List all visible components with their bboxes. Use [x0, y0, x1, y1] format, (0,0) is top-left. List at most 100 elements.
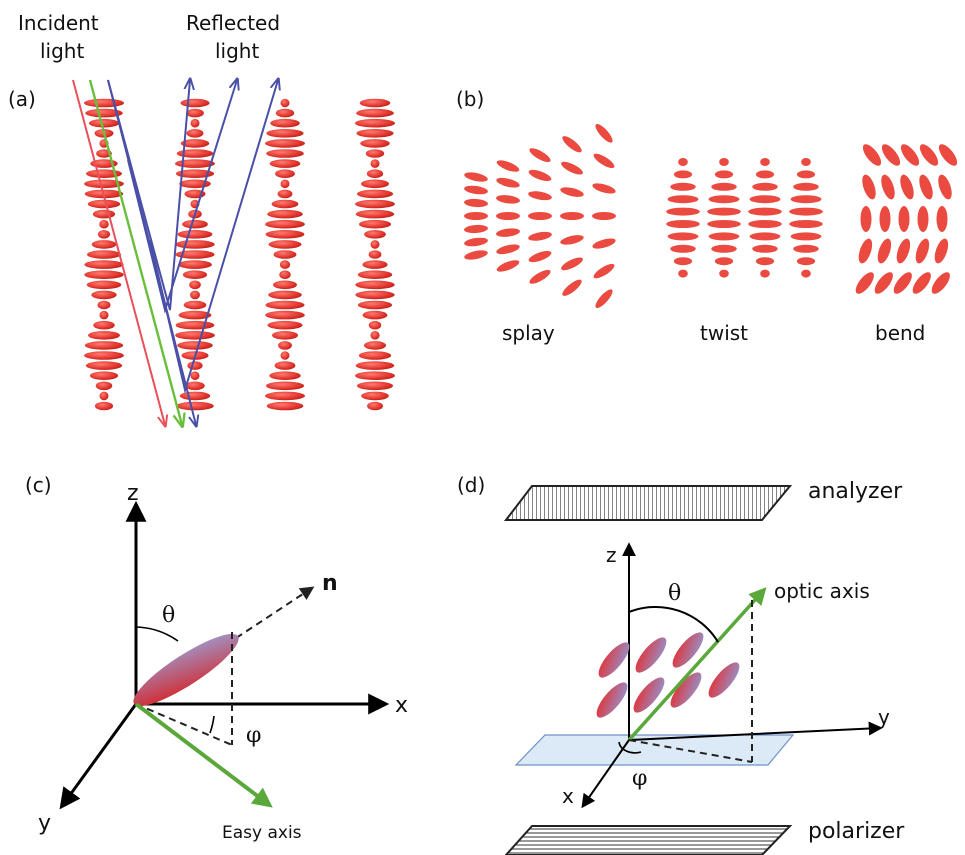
helix-molecule — [278, 341, 292, 350]
splay-molecule — [560, 187, 584, 197]
bend-deformation — [855, 144, 958, 294]
twist-molecule — [667, 232, 699, 241]
bend-molecule — [862, 144, 882, 166]
splay-molecule — [529, 148, 551, 163]
helix-molecule — [356, 108, 394, 118]
helix-molecule — [99, 310, 109, 320]
helix-molecule — [86, 169, 122, 178]
twist-molecule — [755, 257, 775, 266]
helix-molecule — [84, 179, 124, 189]
reflected-light-label-1: Reflected — [186, 11, 280, 35]
twist-molecule — [711, 244, 737, 253]
twist-molecule — [666, 207, 700, 216]
director-n-label: n — [322, 571, 338, 596]
splay-molecule — [496, 177, 520, 188]
optic-molecule — [596, 682, 628, 718]
helix-molecule — [189, 280, 201, 290]
helix-molecule — [266, 401, 304, 411]
helix-molecule — [274, 361, 296, 370]
helix-molecule — [97, 300, 111, 310]
theta-arc — [135, 626, 179, 642]
splay-molecule — [496, 195, 520, 204]
helix-molecule — [93, 320, 115, 330]
splay-molecule — [562, 136, 582, 153]
twist-molecule — [760, 269, 770, 278]
helix-molecule — [270, 118, 300, 128]
splay-molecule — [464, 237, 488, 247]
c-theta-label: θ — [162, 603, 175, 628]
twist-molecule — [789, 220, 823, 228]
helix-molecule — [177, 230, 213, 239]
helix-molecule — [271, 199, 299, 209]
easy-axis-label: Easy axis — [222, 823, 302, 843]
helix-molecule — [178, 310, 212, 320]
incident-light-label-2: light — [40, 39, 84, 63]
helix-molecule — [177, 341, 213, 350]
panel-c-tag: (c) — [25, 473, 52, 497]
twist-molecule — [673, 257, 693, 266]
optic-molecule — [708, 662, 740, 698]
c-phi-label: φ — [246, 723, 261, 748]
helix-molecule — [175, 331, 215, 340]
panel-c: (c) z x y n Easy axis θ φ — [25, 473, 408, 843]
helix-molecule — [370, 331, 380, 340]
helix-molecule — [365, 149, 385, 158]
twist-molecule — [755, 170, 775, 179]
bend-molecule — [919, 144, 939, 166]
helix-molecule — [187, 361, 203, 370]
bend-molecule — [936, 206, 948, 232]
helix-molecule — [183, 300, 207, 310]
helix-molecule — [94, 401, 114, 411]
analyzer-label: analyzer — [808, 479, 903, 504]
helix-molecule — [280, 98, 290, 108]
helix-molecule — [84, 98, 124, 108]
helix-molecule — [176, 149, 214, 158]
twist-molecule — [752, 182, 778, 191]
twist-molecule — [678, 269, 688, 278]
helix-molecule — [277, 189, 293, 199]
helix-molecule — [265, 139, 305, 148]
twist-molecule — [789, 207, 823, 216]
helix-molecule — [178, 260, 212, 269]
splay-molecule — [593, 153, 615, 169]
d-phi-label: φ — [632, 766, 647, 791]
helix-molecule — [355, 290, 395, 300]
twist-molecule — [801, 158, 811, 166]
helix-molecule — [267, 209, 303, 219]
bend-molecule — [917, 206, 929, 232]
twist-molecule — [678, 158, 688, 166]
bend-molecule — [893, 272, 912, 294]
bend-molecule — [855, 272, 874, 294]
helix-molecule — [366, 169, 384, 178]
splay-deformation — [464, 124, 616, 308]
helix-molecule — [355, 118, 395, 128]
helix-molecule — [265, 300, 305, 310]
helix-molecule — [95, 381, 113, 391]
helix-molecule — [370, 240, 380, 249]
splay-molecule — [595, 124, 613, 143]
helical-molecule-columns — [84, 98, 395, 411]
helix-molecule — [280, 179, 290, 189]
splay-molecule — [561, 257, 583, 271]
bend-molecule — [919, 174, 933, 200]
helix-molecule — [357, 300, 393, 310]
optic-axis-arrow — [627, 587, 767, 742]
helix-molecule — [180, 98, 210, 108]
splay-molecule — [496, 228, 520, 237]
helix-molecule — [87, 199, 121, 209]
helix-molecule — [355, 280, 395, 290]
twist-molecule — [801, 269, 811, 278]
helix-molecule — [360, 139, 390, 148]
helix-molecule — [355, 209, 395, 219]
helix-molecule — [265, 230, 305, 239]
bend-molecule — [879, 206, 891, 232]
splay-molecule — [464, 172, 488, 182]
twist-molecule — [673, 170, 693, 179]
helix-molecule — [179, 391, 211, 401]
helix-molecule — [279, 270, 291, 280]
splay-molecule — [529, 269, 551, 284]
splay-molecule — [528, 191, 552, 201]
splay-label: splay — [502, 321, 555, 345]
reflected-light-label-2: light — [215, 39, 259, 63]
